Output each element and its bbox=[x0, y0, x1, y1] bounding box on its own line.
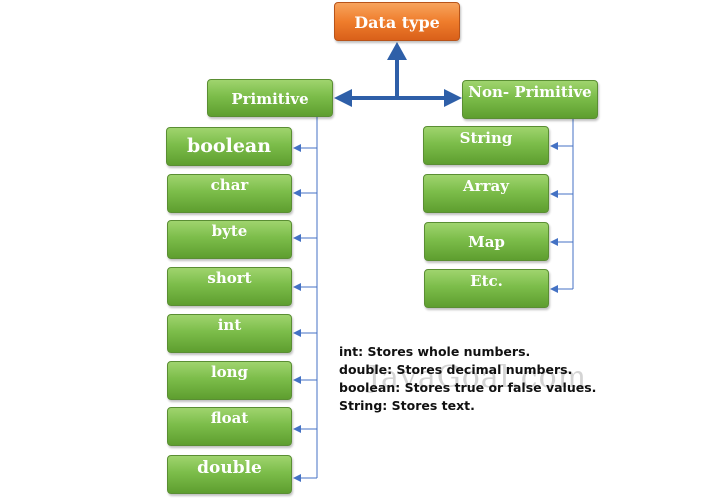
primitive-item-label: short bbox=[207, 269, 252, 287]
note-line: int: Stores whole numbers. bbox=[339, 344, 531, 359]
primitive-item-label: long bbox=[210, 363, 249, 381]
primitive-item-label: boolean bbox=[186, 135, 272, 157]
primitive-item-int: int bbox=[167, 314, 292, 353]
primitive-item-long: long bbox=[167, 361, 292, 400]
non-primitive-item-label: Array bbox=[463, 177, 509, 195]
root-node-data-type: Data type bbox=[334, 2, 460, 41]
primitive-item-char: char bbox=[167, 174, 292, 213]
non-primitive-item-array: Array bbox=[423, 174, 549, 213]
non-primitive-item-label: String bbox=[459, 129, 513, 147]
primitive-item-label: byte bbox=[211, 222, 248, 240]
primitive-node-label: Primitive bbox=[231, 90, 309, 108]
non-primitive-bracket bbox=[550, 119, 574, 293]
note-line: double: Stores decimal numbers. bbox=[339, 362, 573, 377]
primitive-item-byte: byte bbox=[167, 220, 292, 259]
primitive-item-label: double bbox=[197, 458, 262, 478]
notes-block: int: Stores whole numbers. double: Store… bbox=[339, 343, 596, 415]
non-primitive-item-label: Etc. bbox=[470, 272, 503, 290]
non-primitive-node: Non- Primitive bbox=[462, 80, 598, 119]
primitive-item-label: float bbox=[210, 409, 249, 427]
non-primitive-item-string: String bbox=[423, 126, 549, 165]
primitive-item-short: short bbox=[167, 267, 292, 306]
primitive-item-boolean: boolean bbox=[166, 127, 292, 166]
primitive-item-label: char bbox=[210, 176, 249, 194]
non-primitive-item-etc: Etc. bbox=[424, 269, 549, 308]
main-arrows bbox=[334, 42, 462, 107]
note-line: String: Stores text. bbox=[339, 398, 475, 413]
non-primitive-item-label: Map bbox=[468, 233, 505, 251]
watermark: JavaGoal.com bbox=[368, 360, 588, 395]
primitive-item-label: int bbox=[217, 316, 242, 334]
note-line: boolean: Stores true or false values. bbox=[339, 380, 597, 395]
non-primitive-node-label: Non- Primitive bbox=[468, 83, 592, 101]
root-node-label: Data type bbox=[354, 13, 440, 32]
primitive-item-double: double bbox=[167, 455, 292, 494]
primitive-item-float: float bbox=[167, 407, 292, 446]
primitive-node: Primitive bbox=[207, 79, 333, 117]
primitive-bracket bbox=[293, 117, 318, 482]
non-primitive-item-map: Map bbox=[424, 222, 549, 261]
